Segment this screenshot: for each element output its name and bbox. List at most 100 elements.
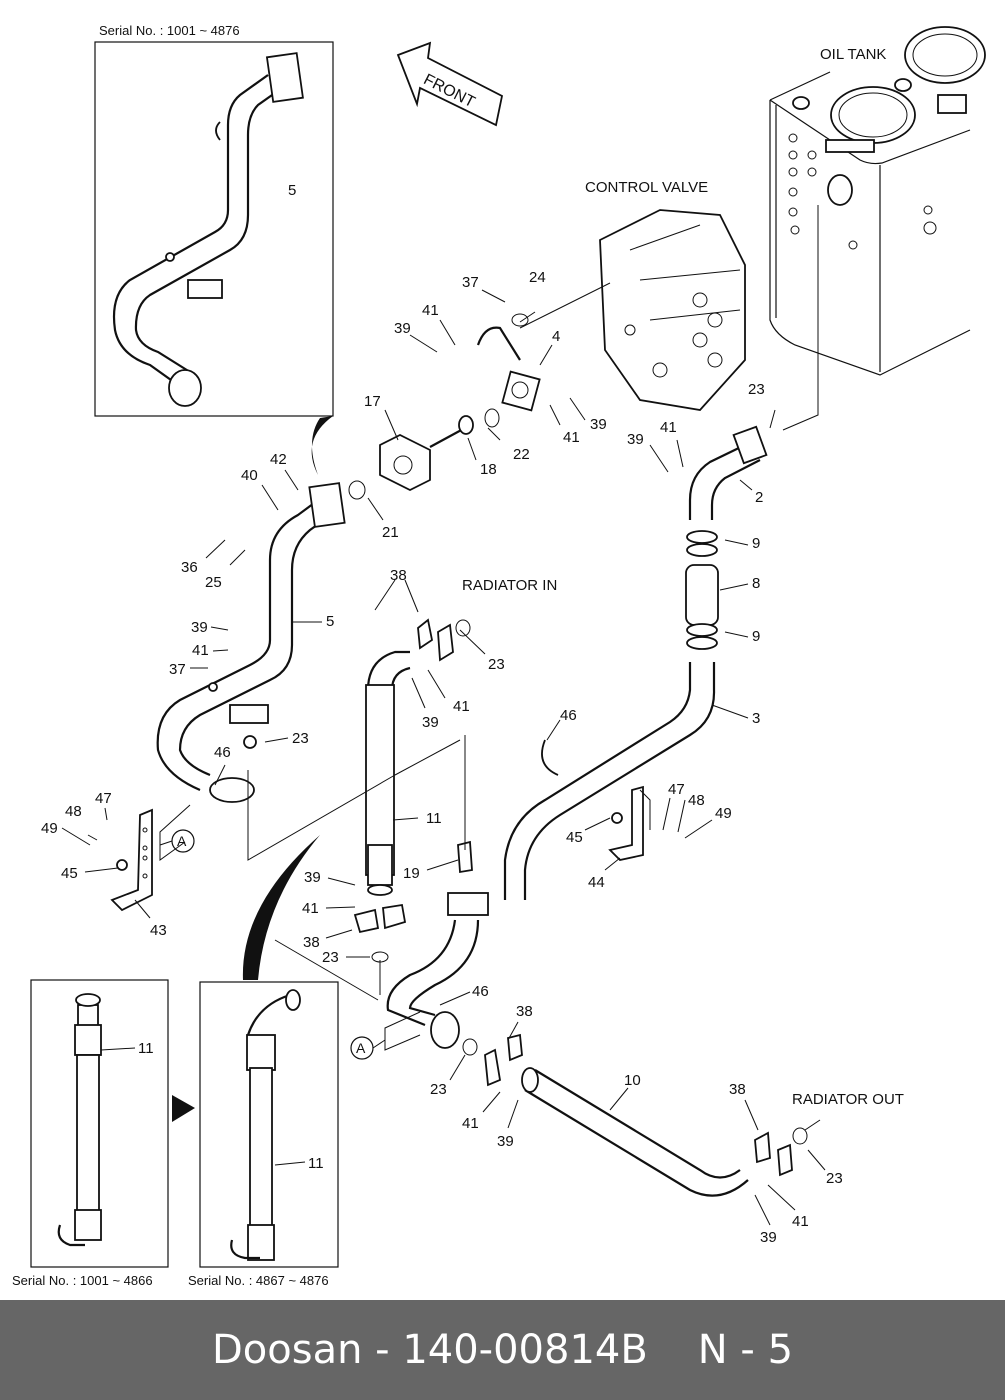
callout-10: 10: [624, 1072, 641, 1089]
callout-41: 41: [422, 302, 439, 319]
footer-page: N - 5: [697, 1327, 794, 1373]
callout-5: 5: [326, 613, 335, 630]
reference-marker-a-bottom: A: [356, 1040, 366, 1056]
callout-inset-11-b: 11: [308, 1155, 324, 1172]
bracket-43-drawing: [110, 808, 153, 912]
callout-23: 23: [430, 1081, 447, 1098]
inset-box-pipe-11-late: [199, 981, 339, 1268]
callout-45: 45: [61, 865, 78, 882]
caption-control-valve: CONTROL VALVE: [585, 179, 709, 196]
callout-39: 39: [422, 714, 439, 731]
footer-banner: Doosan - 140-00814B N - 5: [0, 1300, 1005, 1400]
callout-23: 23: [748, 381, 765, 398]
block-17-drawing: [348, 415, 474, 500]
inset-pipe-11-drawings: [57, 989, 306, 1261]
footer-part-number: 140-00814B: [402, 1327, 648, 1373]
hydraulic-piping-diagram: Serial No. : 1001 ~ 4876 Serial No. : 10…: [12, 23, 986, 1288]
inset-serial-bottom-left: Serial No. : 1001 ~ 4866: [12, 1273, 153, 1288]
callout-11: 11: [426, 810, 442, 827]
callout-41: 41: [302, 900, 319, 917]
inset-pointer-top: [311, 416, 333, 475]
caption-radiator-in: RADIATOR IN: [462, 577, 558, 594]
callout-42: 42: [270, 451, 287, 468]
callout-48: 48: [65, 803, 82, 820]
inset-serial-top: Serial No. : 1001 ~ 4876: [99, 23, 240, 38]
pipe-11-drawing: [365, 650, 411, 896]
control-valve-drawing: [599, 209, 746, 411]
callout-39: 39: [627, 431, 644, 448]
callout-49: 49: [41, 820, 58, 837]
callout-24: 24: [529, 269, 546, 286]
callout-39: 39: [304, 869, 321, 886]
callout-inset-5: 5: [288, 182, 297, 199]
callout-49: 49: [715, 805, 732, 822]
oil-tank-drawing: [769, 26, 986, 376]
callout-3: 3: [752, 710, 761, 727]
callout-43: 43: [150, 922, 167, 939]
elbow-4-drawing: [476, 313, 541, 428]
callout-41: 41: [792, 1213, 809, 1230]
callout-38: 38: [303, 934, 320, 951]
callout-4: 4: [552, 328, 561, 345]
callout-23: 23: [322, 949, 339, 966]
callout-39: 39: [760, 1229, 777, 1246]
callout-19: 19: [403, 865, 420, 882]
inset-box-pipe-5: [94, 41, 334, 417]
callout-9: 9: [752, 628, 761, 645]
callout-41: 41: [660, 419, 677, 436]
callout-38: 38: [390, 567, 407, 584]
callout-41: 41: [453, 698, 470, 715]
callout-2: 2: [755, 489, 764, 506]
callout-21: 21: [382, 524, 399, 541]
clamps-drawing: [353, 618, 808, 1177]
callout-41: 41: [462, 1115, 479, 1132]
callout-48: 48: [688, 792, 705, 809]
callout-39: 39: [590, 416, 607, 433]
callout-23: 23: [488, 656, 505, 673]
callout-17: 17: [364, 393, 381, 410]
callout-18: 18: [480, 461, 497, 478]
callout-45: 45: [566, 829, 583, 846]
callout-23: 23: [826, 1170, 843, 1187]
callout-46: 46: [560, 707, 577, 724]
callout-46: 46: [472, 983, 489, 1000]
callout-22: 22: [513, 446, 530, 463]
front-arrow-icon: [396, 41, 504, 127]
callout-47: 47: [668, 781, 685, 798]
callout-inset-11-a: 11: [138, 1040, 154, 1057]
leader-control-valve: [519, 282, 611, 329]
callout-39: 39: [497, 1133, 514, 1150]
callout-9: 9: [752, 535, 761, 552]
reference-marker-a-bottom-lines: [372, 1011, 421, 1051]
callout-39: 39: [394, 320, 411, 337]
callout-41: 41: [192, 642, 209, 659]
pipe-2-3-hose-8-drawing: [503, 425, 768, 900]
callout-37: 37: [169, 661, 186, 678]
reference-marker-a-top-lines: [159, 804, 191, 861]
callout-37: 37: [462, 274, 479, 291]
inset-pipe-5-drawing: [112, 52, 304, 407]
callout-38: 38: [729, 1081, 746, 1098]
diagram-drawing: [30, 26, 986, 1268]
callout-8: 8: [752, 575, 761, 592]
callout-38: 38: [516, 1003, 533, 1020]
callout-25: 25: [205, 574, 222, 591]
callout-44: 44: [588, 874, 605, 891]
arrow-right-icon: [172, 1095, 195, 1122]
callout-46: 46: [214, 744, 231, 761]
callout-47: 47: [95, 790, 112, 807]
callout-23: 23: [292, 730, 309, 747]
leader-lines: [61, 289, 826, 1226]
inset-pointer-bottom: [242, 835, 320, 980]
leader-tank-port: [782, 205, 819, 431]
inset-box-pipe-11-early: [30, 979, 169, 1268]
footer-separator: -: [375, 1327, 390, 1373]
callout-40: 40: [241, 467, 258, 484]
callout-36: 36: [181, 559, 198, 576]
reference-marker-a-top: A: [177, 833, 187, 849]
callout-41: 41: [563, 429, 580, 446]
footer-brand: Doosan: [211, 1327, 363, 1373]
bracket-44-drawing: [541, 739, 644, 861]
callout-39: 39: [191, 619, 208, 636]
caption-oil-tank: OIL TANK: [820, 46, 887, 63]
